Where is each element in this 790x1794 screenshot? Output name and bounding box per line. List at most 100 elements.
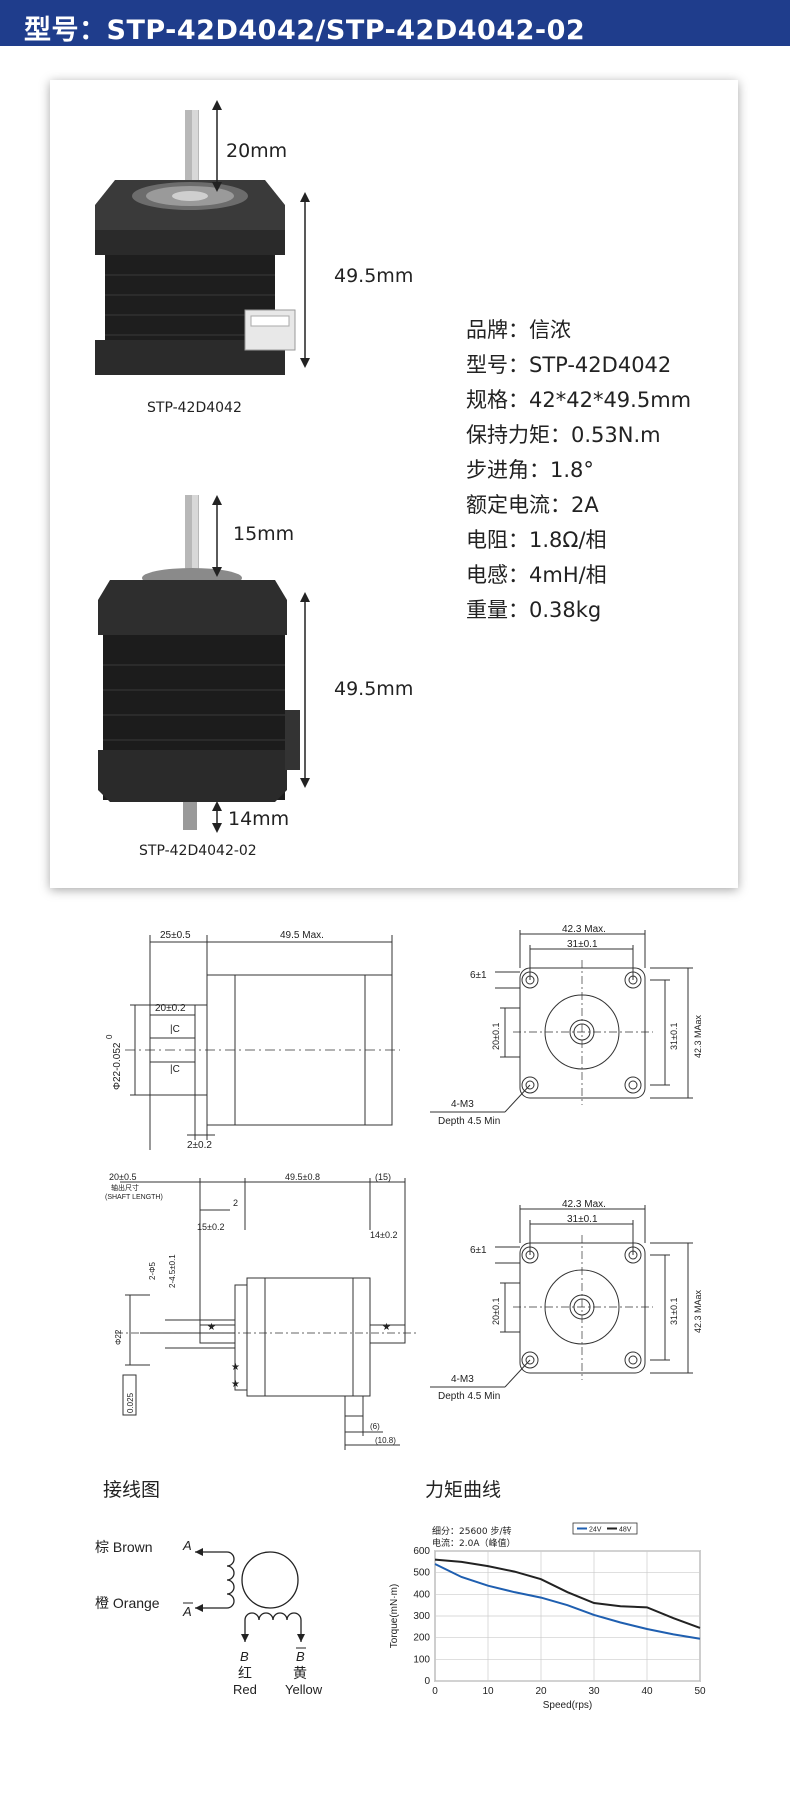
d2-side-shaft-label-en: (SHAFT LENGTH): [105, 1194, 163, 1201]
series-line-48V: [434, 1558, 701, 1629]
terminal-b: B: [240, 1649, 249, 1664]
wire-brown-label: 棕 Brown: [95, 1539, 153, 1555]
x-tick-label-2: 20: [535, 1686, 547, 1697]
torque-title: 力矩曲线: [425, 1479, 502, 1501]
d2-star-4: ★: [231, 1379, 240, 1390]
spec-brand: 品牌：信浓: [466, 318, 571, 342]
d1-side-step-dim: 2±0.2: [187, 1140, 212, 1150]
d1-side-shaft-dim: 25±0.5: [160, 930, 191, 941]
drawing-1-side-view: 25±0.5 49.5 Max. 20±0.2 |C |C Φ22-0.052 …: [105, 930, 400, 1150]
d2-side-shaft-label-cn: 轴出尺寸: [111, 1183, 139, 1192]
terminal-a: A: [182, 1538, 192, 1553]
d1-front-v1: 20±0.1: [491, 1023, 501, 1050]
spec-model: 型号：STP-42D4042: [466, 353, 672, 377]
d2-star-1: ★: [207, 1322, 216, 1333]
d2-side-front-flat: 15±0.2: [197, 1222, 224, 1232]
y-tick-label-1: 100: [413, 1654, 430, 1665]
d1-front-hole-dia: 6±1: [470, 970, 487, 981]
d2-side-body-dim: 49.5±0.8: [285, 1172, 320, 1182]
d2-side-dia: 2-Φ5: [148, 1262, 157, 1280]
d1-side-flat-dim: 20±0.2: [155, 1003, 186, 1014]
d2-side-dia2: 2-4.5±0.1: [168, 1254, 177, 1288]
motor-photo-2: [98, 495, 300, 830]
d2-star-2: ★: [382, 1322, 391, 1333]
wire-orange-label: 橙 Orange: [95, 1595, 160, 1611]
legend-label-48V: 48V: [619, 1527, 632, 1534]
d2-front-hole-dia: 6±1: [470, 1245, 487, 1256]
d2-front-width-dim: 42.3 Max.: [562, 1199, 606, 1210]
d1-side-boss-dim: Φ22-0.052: [112, 1042, 123, 1090]
d2-side-boss: Φ22: [114, 1329, 123, 1345]
motor-1-caption: STP-42D4042: [147, 400, 242, 416]
d2-front-v1: 20±0.1: [491, 1298, 501, 1325]
spec-rated-current: 额定电流：2A: [466, 493, 599, 517]
terminal-a-bar: A: [182, 1604, 192, 1619]
d2-side-runout: 0.025: [126, 1392, 135, 1413]
x-tick-label-3: 30: [588, 1686, 600, 1697]
d1-front-width-dim: 42.3 Max.: [562, 924, 606, 935]
y-tick-label-5: 500: [413, 1568, 430, 1579]
d2-side-6: (6): [370, 1422, 380, 1431]
d1-front-depth: Depth 4.5 Min: [438, 1116, 500, 1127]
y-tick-label-2: 200: [413, 1633, 430, 1644]
drawing-1-front-view: 42.3 Max. 31±0.1 6±1 20±0.1 31±0.1 42.3 …: [430, 924, 703, 1127]
motor-1-body-length: 49.5mm: [334, 265, 414, 287]
terminal-b-bar: B: [296, 1649, 305, 1664]
d2-front-v3: 42.3 MAax: [693, 1289, 703, 1333]
spec-inductance: 电感：4mH/相: [466, 563, 607, 587]
page-title: 型号：STP-42D4042/STP-42D4042-02: [24, 15, 586, 46]
d1-front-v3: 42.3 MAax: [693, 1014, 703, 1058]
wire-red-cn: 红: [238, 1665, 252, 1681]
motor-2-dimension-arrows: [212, 495, 310, 833]
d2-side-rear-dim: (15): [375, 1172, 391, 1182]
motor-2-rear-shaft-length: 14mm: [228, 808, 290, 830]
y-tick-label-6: 600: [413, 1546, 430, 1557]
x-tick-label-0: 0: [432, 1686, 438, 1697]
motor-2-caption: STP-42D4042-02: [139, 843, 257, 859]
d2-side-2-dim: 2: [233, 1198, 238, 1208]
wiring-title: 接线图: [103, 1479, 161, 1501]
wire-yellow-cn: 黄: [293, 1665, 307, 1681]
y-tick-label-4: 400: [413, 1589, 430, 1600]
d2-front-depth: Depth 4.5 Min: [438, 1391, 500, 1402]
x-tick-label-1: 10: [482, 1686, 494, 1697]
svg-text:|C: |C: [170, 1024, 180, 1035]
d2-side-108: (10.8): [375, 1436, 396, 1445]
x-axis-label: Speed(rps): [543, 1700, 592, 1711]
d1-side-boss-tol: 0: [105, 1034, 114, 1039]
d1-side-body-dim: 49.5 Max.: [280, 930, 324, 941]
y-axis-label: Torque(mN·m): [389, 1584, 400, 1648]
spec-step-angle: 步进角：1.8°: [466, 458, 594, 482]
spec-weight: 重量：0.38kg: [466, 598, 602, 622]
d2-side-shaft-dim: 20±0.5: [109, 1172, 136, 1182]
y-tick-label-0: 0: [424, 1676, 430, 1687]
d2-star-3: ★: [231, 1362, 240, 1373]
torque-note-current: 电流：2.0A（峰值）: [432, 1539, 516, 1549]
spec-holding-torque: 保持力矩：0.53N.m: [466, 423, 661, 447]
wiring-diagram: 棕 Brown 橙 Orange A A B B 红 Red 黄 Yellow: [95, 1538, 323, 1697]
motor-1-dimension-arrows: [212, 100, 310, 368]
legend-box: [572, 1522, 638, 1535]
d1-front-screw: 4-M3: [451, 1099, 474, 1110]
drawing-2-front-view: 42.3 Max. 31±0.1 6±1 20±0.1 31±0.1 42.3 …: [430, 1199, 703, 1402]
y-tick-label-3: 300: [413, 1611, 430, 1622]
series-line-24V: [434, 1563, 701, 1640]
torque-note-microstep: 细分：25600 步/转: [432, 1527, 512, 1537]
d1-front-v2: 31±0.1: [669, 1023, 679, 1050]
x-tick-label-5: 50: [694, 1686, 706, 1697]
x-tick-label-4: 40: [641, 1686, 653, 1697]
header-bar: [0, 0, 790, 46]
drawing-2-side-view: 20±0.5 轴出尺寸 (SHAFT LENGTH) 49.5±0.8 (15)…: [105, 1172, 417, 1450]
d2-side-rear-flat: 14±0.2: [370, 1230, 397, 1240]
wire-red-en: Red: [233, 1682, 257, 1697]
legend-label-24V: 24V: [589, 1527, 602, 1534]
d2-front-screw: 4-M3: [451, 1374, 474, 1385]
motor-2-body-length: 49.5mm: [334, 678, 414, 700]
d2-front-hole-dim: 31±0.1: [567, 1214, 598, 1225]
motor-2-shaft-length: 15mm: [233, 523, 295, 545]
spec-resistance: 电阻：1.8Ω/相: [466, 528, 607, 552]
d1-front-hole-dim: 31±0.1: [567, 939, 598, 950]
spec-size: 规格：42*42*49.5mm: [466, 388, 692, 412]
wire-yellow-en: Yellow: [285, 1682, 323, 1697]
